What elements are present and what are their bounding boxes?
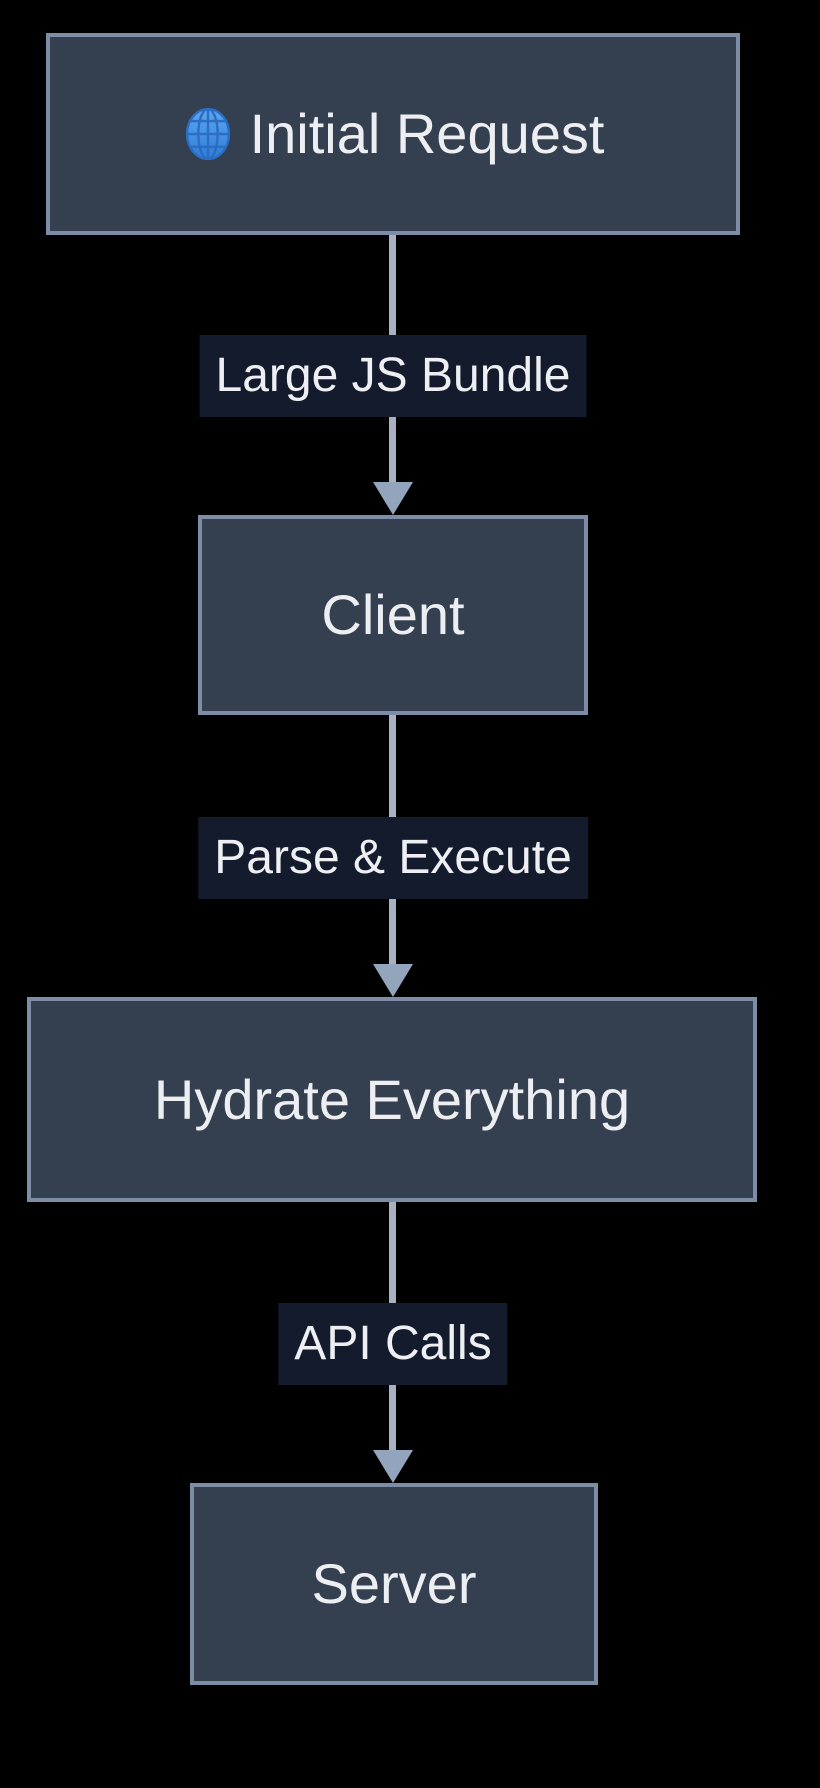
- edge-label-parse-and-execute: Parse & Execute: [198, 817, 588, 899]
- node-client-label: Client: [321, 581, 464, 648]
- arrowhead-down-icon: [373, 1450, 413, 1483]
- node-initial-request: Initial Request: [46, 33, 740, 235]
- node-server-label: Server: [312, 1550, 477, 1617]
- arrowhead-down-icon: [373, 482, 413, 515]
- node-hydrate-everything-text: Hydrate Everything: [153, 1067, 631, 1131]
- node-server: Server: [190, 1483, 598, 1685]
- node-client-text: Client: [321, 583, 465, 647]
- globe-with-meridians-icon: [185, 107, 230, 161]
- arrowhead-down-icon: [373, 964, 413, 997]
- node-hydrate-everything-label: Hydrate Everything: [154, 1066, 630, 1133]
- node-initial-request-text: Initial Request: [249, 102, 605, 166]
- node-client: Client: [198, 515, 588, 715]
- node-hydrate-everything: Hydrate Everything: [27, 997, 757, 1202]
- edge-label-large-js-bundle: Large JS Bundle: [199, 335, 587, 417]
- edge-label-api-calls: API Calls: [278, 1303, 508, 1385]
- node-initial-request-label: Initial Request: [182, 100, 605, 167]
- node-server-text: Server: [311, 1552, 477, 1616]
